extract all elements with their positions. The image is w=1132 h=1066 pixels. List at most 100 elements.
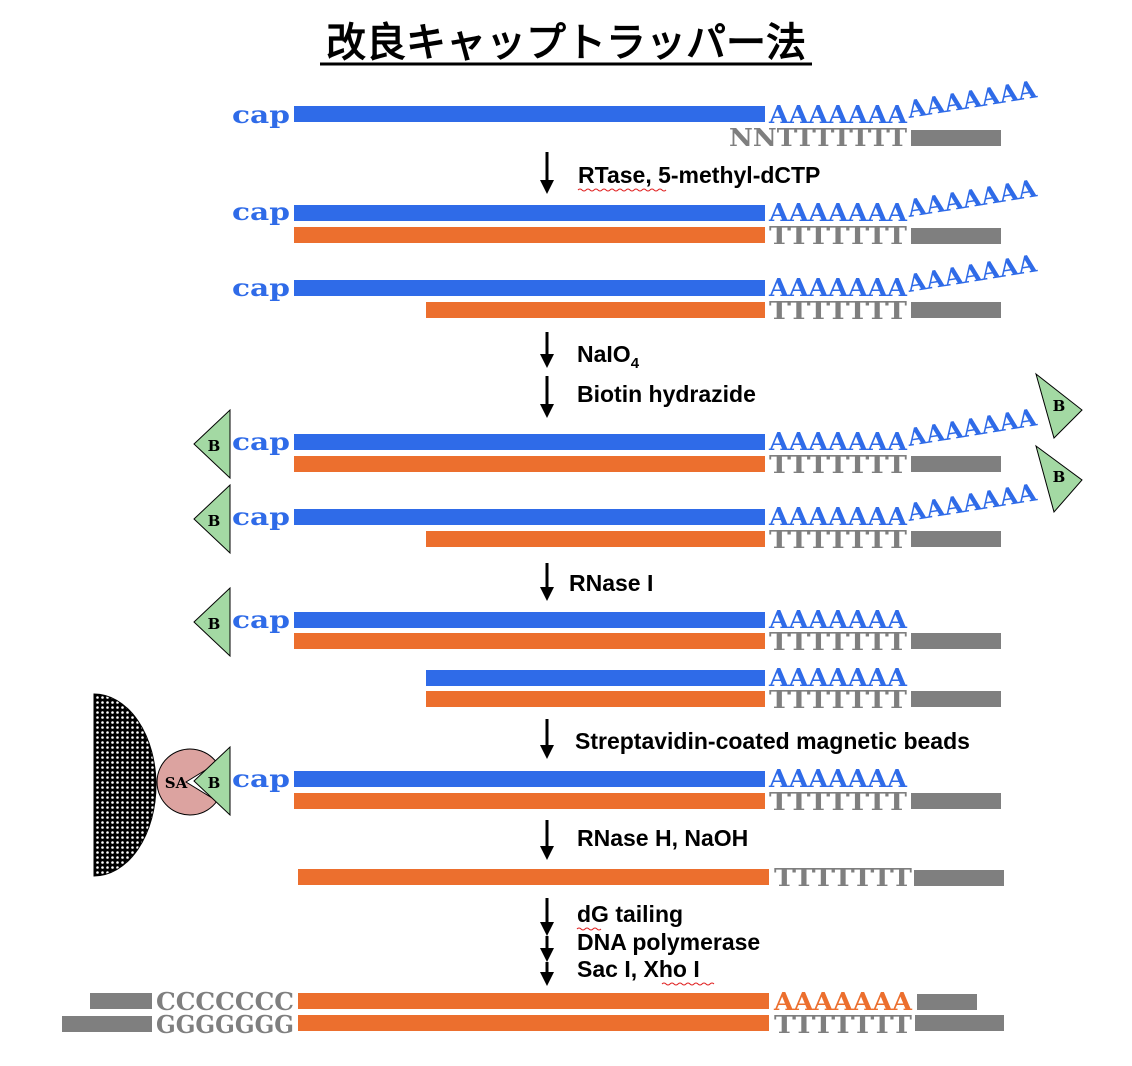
down-arrow-icon: [540, 922, 554, 936]
polya-label: AAAAAAA: [773, 987, 912, 1016]
step-1-label: RTase, 5-methyl-dCTP: [578, 162, 820, 188]
polya-tail-label: AAAAAAA: [904, 402, 1039, 452]
vector-arm-right-top: [917, 994, 977, 1010]
polyg-label: GGGGGGG: [156, 1010, 294, 1039]
primer-vector: [911, 633, 1001, 649]
primer-vector: [911, 793, 1001, 809]
mrna-strand-truncated: [426, 670, 765, 686]
biotin-label: B: [1053, 468, 1066, 486]
polya-tail-label: AAAAAAA: [904, 74, 1039, 124]
step-1: RTase, 5-methyl-dCTP: [540, 152, 820, 194]
row-10-ds-cdna: CCCCCCC AAAAAAA GGGGGGG TTTTTTT: [62, 987, 1004, 1039]
polya-label: AAAAAAA: [768, 100, 907, 129]
row-6-rnase-full-length: B cap AAAAAAA TTTTTTT: [193, 586, 1001, 658]
row-8-bead-capture: SA B cap AAAAAAA TTTTTTT: [93, 693, 1001, 877]
cap-label: cap: [232, 764, 290, 793]
polyt-label: TTTTTTT: [774, 1010, 912, 1039]
polyt-label: TTTTTTT: [769, 627, 907, 656]
biotin-label: B: [208, 615, 221, 633]
down-arrow-icon: [540, 745, 554, 759]
diagram-title: 改良キャップトラッパー法: [326, 20, 806, 66]
step-8-label: DNA polymerase: [577, 929, 760, 955]
step-5: Streptavidin-coated magnetic beads: [540, 719, 970, 759]
polyt-label: TTTTTTT: [774, 863, 912, 892]
biotin-tag-icon: [1035, 372, 1083, 439]
primer-nnt-label: NNTTTTTTT: [729, 123, 907, 152]
biotin-tag-icon: [1035, 444, 1083, 514]
vector-arm-right-bottom: [915, 1015, 1004, 1031]
mrna-strand: [294, 205, 765, 221]
polya-label: AAAAAAA: [768, 764, 907, 793]
cap-label: cap: [232, 197, 290, 226]
down-arrow-icon: [540, 354, 554, 368]
step-2: NaIO4: [540, 332, 640, 372]
cap-label: cap: [232, 605, 290, 634]
second-strand-cdna: [298, 993, 769, 1009]
step-6: RNase H, NaOH: [540, 820, 748, 860]
step-3: Biotin hydrazide: [540, 376, 756, 418]
polya-tail-label: AAAAAAA: [904, 173, 1039, 223]
spellcheck-underline: [577, 188, 667, 192]
primer-vector: [911, 228, 1001, 244]
mrna-strand: [294, 280, 765, 296]
step-4: RNase I: [540, 563, 653, 601]
polyt-label: TTTTTTT: [769, 296, 907, 325]
down-arrow-icon: [540, 180, 554, 194]
down-arrow-icon: [540, 972, 554, 986]
polya-tail-label: AAAAAAA: [904, 477, 1039, 527]
biotin-tag-icon: [193, 745, 231, 817]
polya-label: AAAAAAA: [768, 502, 907, 531]
cap-label: cap: [232, 100, 290, 129]
primer-vector: [914, 870, 1004, 886]
polyt-label: TTTTTTT: [769, 450, 907, 479]
primer-vector: [911, 302, 1001, 318]
cdna-strand: [294, 456, 765, 472]
polyt-label: TTTTTTT: [769, 787, 907, 816]
primer-vector: [911, 691, 1001, 707]
polyc-label: CCCCCCC: [156, 987, 294, 1016]
biotin-tag-icon: [193, 483, 231, 555]
cap-label: cap: [232, 502, 290, 531]
biotin-label: B: [208, 774, 221, 792]
biotin-label: B: [208, 512, 221, 530]
mrna-strand: [294, 509, 765, 525]
cdna-strand: [294, 793, 765, 809]
vector-arm-left-top: [90, 993, 152, 1009]
vector-arm-left-bottom: [62, 1016, 152, 1032]
mrna-strand: [294, 771, 765, 787]
step-6-label: RNase H, NaOH: [577, 825, 748, 851]
biotin-label: B: [1053, 397, 1066, 415]
magnetic-bead-icon: [93, 693, 157, 877]
mrna-strand: [294, 106, 765, 122]
cdna-strand: [298, 869, 769, 885]
polya-label: AAAAAAA: [768, 605, 907, 634]
row-7-rnase-truncated: AAAAAAA TTTTTTT: [426, 663, 1001, 714]
step-4-label: RNase I: [569, 570, 653, 596]
down-arrow-icon: [540, 587, 554, 601]
polya-label: AAAAAAA: [768, 273, 907, 302]
first-strand-cdna: [298, 1015, 769, 1031]
step-7-label: dG tailing: [577, 901, 683, 927]
streptavidin-label: SA: [165, 774, 188, 792]
biotin-tag-icon: [193, 586, 231, 658]
row-3-truncated-hybrid: cap AAAAAAA AAAAAAA TTTTTTT: [232, 248, 1039, 325]
row-9-ss-cdna: TTTTTTT: [298, 863, 1004, 892]
cdna-strand: [294, 633, 765, 649]
cdna-strand-truncated: [426, 531, 765, 547]
cap-label: cap: [232, 273, 290, 302]
down-arrow-icon: [540, 404, 554, 418]
mrna-strand: [294, 612, 765, 628]
polyt-label: TTTTTTT: [769, 685, 907, 714]
polyt-label: TTTTTTT: [769, 525, 907, 554]
spellcheck-underline: [661, 982, 715, 986]
polyt-label: TTTTTTT: [769, 221, 907, 250]
step-2-label: NaIO4: [577, 341, 640, 372]
primer-vector: [911, 456, 1001, 472]
polya-label: AAAAAAA: [768, 198, 907, 227]
row-1-mrna-primer: cap AAAAAAA AAAAAAA NNTTTTTTT: [232, 74, 1039, 152]
cdna-strand: [294, 227, 765, 243]
cap-label: cap: [232, 427, 290, 456]
spellcheck-underline: [576, 927, 602, 931]
cdna-strand-truncated: [426, 691, 765, 707]
